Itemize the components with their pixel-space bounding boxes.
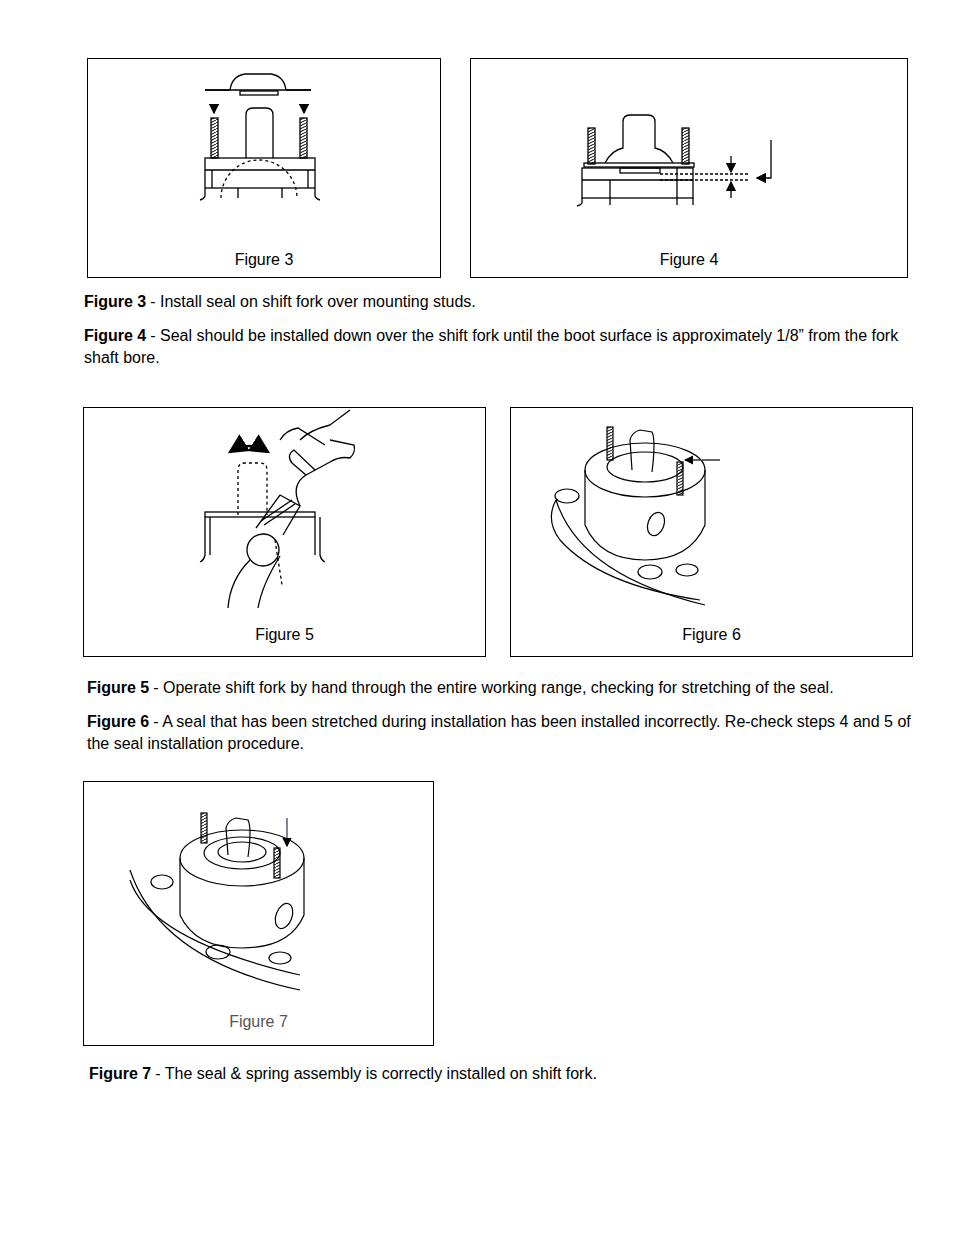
figure-label: Figure 3 — [235, 251, 294, 269]
caption-figure-number: Figure 3 — [84, 293, 146, 310]
figure-6-art — [551, 427, 720, 605]
caption-text: - A seal that has been stretched during … — [87, 713, 911, 752]
caption-figure-number: Figure 7 — [89, 1065, 151, 1082]
caption-text: - Operate shift fork by hand through the… — [153, 679, 833, 696]
figure-label: Figure 5 — [255, 626, 314, 644]
figure-caption: Figure 4- Seal should be installed down … — [84, 325, 910, 369]
caption-text: - Install seal on shift fork over mounti… — [150, 293, 475, 310]
figure-panel: Figure 4 — [470, 58, 908, 278]
figure-label: Figure 6 — [682, 626, 741, 644]
figure-panel: Figure 6 — [510, 407, 913, 657]
figure-caption: Figure 3- Install seal on shift fork ove… — [84, 291, 910, 313]
figure-label: Figure 7 — [229, 1013, 288, 1031]
figure-5-art — [200, 410, 355, 608]
caption-figure-number: Figure 4 — [84, 327, 146, 344]
figure-3-art — [200, 74, 320, 200]
caption-text: - The seal & spring assembly is correctl… — [155, 1065, 597, 1082]
caption-figure-number: Figure 6 — [87, 713, 149, 730]
figure-caption: Figure 5- Operate shift fork by hand thr… — [87, 677, 913, 699]
figure-caption: Figure 6- A seal that has been stretched… — [87, 711, 913, 755]
figure-panel: Figure 3 — [87, 58, 441, 278]
caption-figure-number: Figure 5 — [87, 679, 149, 696]
figure-panel: Figure 7 — [83, 781, 434, 1046]
figure-caption: Figure 7- The seal & spring assembly is … — [89, 1063, 915, 1085]
figure-label: Figure 4 — [660, 251, 719, 269]
caption-text: - Seal should be installed down over the… — [84, 327, 898, 366]
figure-7-art — [130, 813, 304, 990]
figure-panel: Figure 5 — [83, 407, 486, 657]
figure-4-art — [577, 115, 771, 206]
